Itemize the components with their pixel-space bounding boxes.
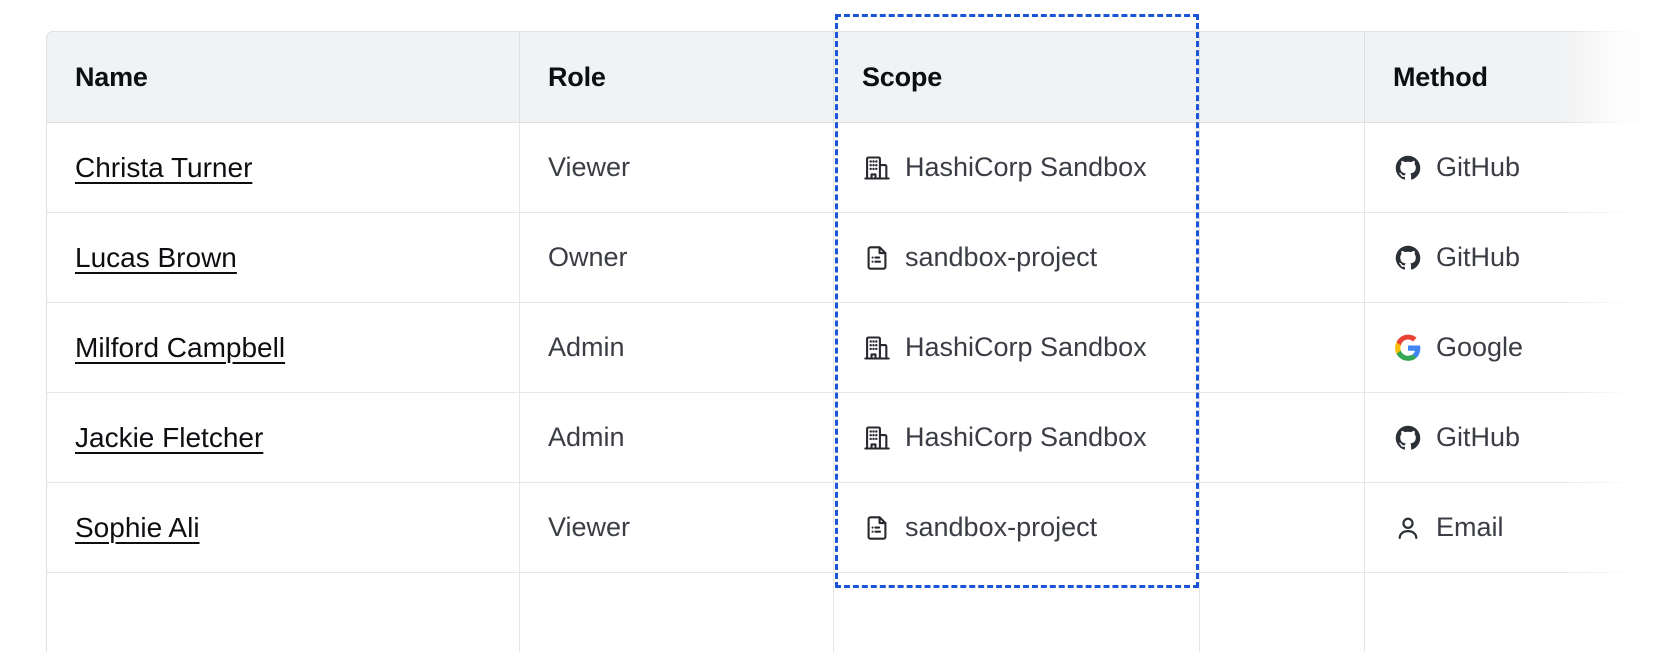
user-name-link[interactable]: Milford Campbell	[75, 331, 286, 363]
cell-role	[520, 573, 834, 652]
cell-scope: HashiCorp Sandbox	[834, 123, 1200, 213]
cell-scope: HashiCorp Sandbox	[834, 393, 1200, 483]
table-row: Lucas Brown Owner	[47, 213, 1672, 303]
cell-method: GitHub	[1365, 123, 1672, 213]
column-header-name[interactable]: Name	[47, 32, 520, 123]
table-body: Christa Turner Viewer	[47, 123, 1672, 652]
method-label: Email	[1436, 512, 1504, 542]
cell-name: Sophie Ali	[47, 483, 520, 573]
cell-scope: sandbox-project	[834, 213, 1200, 303]
cell-spacer	[1200, 573, 1365, 652]
scope-label: sandbox-project	[905, 512, 1098, 542]
cell-name: Jackie Fletcher	[47, 393, 520, 483]
cell-role: Viewer	[520, 123, 834, 213]
method-label: GitHub	[1436, 242, 1521, 272]
column-header-scope[interactable]: Scope	[834, 32, 1200, 123]
permissions-table-scroll-container[interactable]: Name Role Scope Method Christa Turner Vi…	[46, 31, 1672, 652]
scope-label: HashiCorp Sandbox	[905, 152, 1147, 182]
project-document-icon	[862, 513, 892, 543]
cell-role: Admin	[520, 393, 834, 483]
cell-method	[1365, 573, 1672, 652]
table-row: Sophie Ali Viewer	[47, 483, 1672, 573]
cell-name	[47, 573, 520, 652]
github-icon	[1393, 153, 1423, 183]
table-header: Name Role Scope Method	[47, 32, 1672, 123]
cell-role: Viewer	[520, 483, 834, 573]
scope-label: sandbox-project	[905, 242, 1098, 272]
organization-building-icon	[862, 333, 892, 363]
project-document-icon	[862, 243, 892, 273]
user-name-link[interactable]: Christa Turner	[75, 151, 253, 183]
github-icon	[1393, 243, 1423, 273]
cell-scope: sandbox-project	[834, 483, 1200, 573]
github-icon	[1393, 423, 1423, 453]
cell-scope	[834, 573, 1200, 652]
cell-role: Owner	[520, 213, 834, 303]
cell-role: Admin	[520, 303, 834, 393]
cell-scope: HashiCorp Sandbox	[834, 303, 1200, 393]
user-name-link[interactable]: Sophie Ali	[75, 511, 200, 543]
scope-label: HashiCorp Sandbox	[905, 332, 1147, 362]
cell-name: Lucas Brown	[47, 213, 520, 303]
method-label: GitHub	[1436, 422, 1521, 452]
table-row: Milford Campbell Admin	[47, 303, 1672, 393]
cell-method: Google	[1365, 303, 1672, 393]
cell-method: GitHub	[1365, 213, 1672, 303]
method-label: Google	[1436, 332, 1524, 362]
method-label: GitHub	[1436, 152, 1521, 182]
column-header-method[interactable]: Method	[1365, 32, 1672, 123]
table-row: Jackie Fletcher Admin	[47, 393, 1672, 483]
permissions-table: Name Role Scope Method Christa Turner Vi…	[46, 31, 1672, 652]
scope-label: HashiCorp Sandbox	[905, 422, 1147, 452]
user-person-icon	[1393, 513, 1423, 543]
cell-spacer	[1200, 483, 1365, 573]
cell-spacer	[1200, 303, 1365, 393]
cell-spacer	[1200, 123, 1365, 213]
google-icon	[1393, 333, 1423, 363]
table-row	[47, 573, 1672, 652]
organization-building-icon	[862, 423, 892, 453]
table-row: Christa Turner Viewer	[47, 123, 1672, 213]
cell-method: Email	[1365, 483, 1672, 573]
cell-method: GitHub	[1365, 393, 1672, 483]
cell-name: Milford Campbell	[47, 303, 520, 393]
column-header-role[interactable]: Role	[520, 32, 834, 123]
cell-spacer	[1200, 213, 1365, 303]
user-name-link[interactable]: Lucas Brown	[75, 241, 237, 273]
table-header-row: Name Role Scope Method	[47, 32, 1672, 123]
user-name-link[interactable]: Jackie Fletcher	[75, 421, 264, 453]
cell-spacer	[1200, 393, 1365, 483]
column-header-spacer	[1200, 32, 1365, 123]
organization-building-icon	[862, 153, 892, 183]
cell-name: Christa Turner	[47, 123, 520, 213]
